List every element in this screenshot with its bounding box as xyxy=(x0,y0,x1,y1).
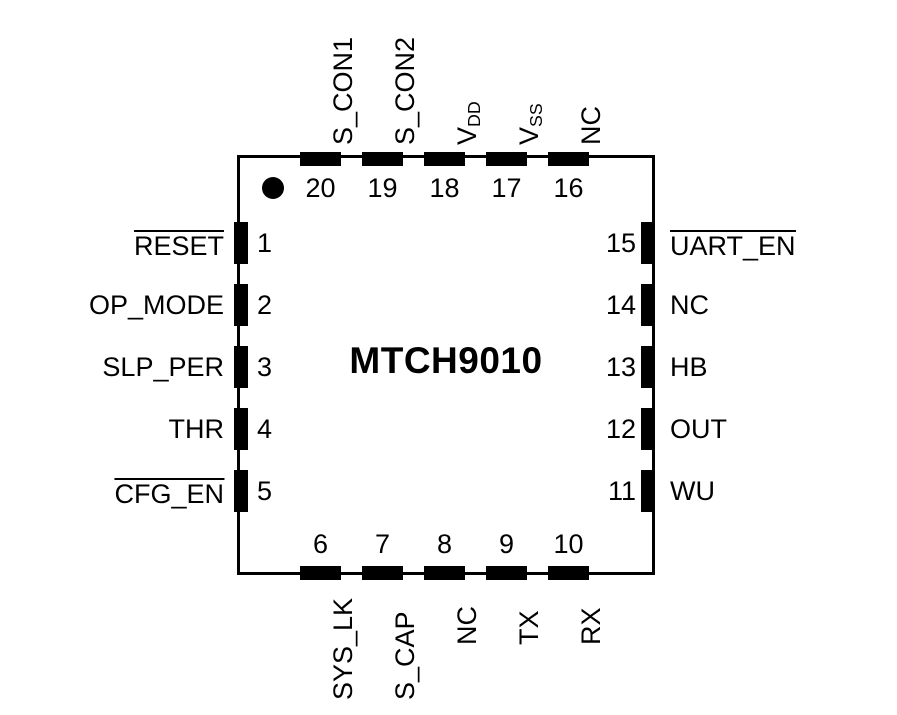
pin-label-vdd: VDD xyxy=(452,101,484,145)
pin-number-8: 8 xyxy=(436,529,453,559)
pin-number-3: 3 xyxy=(257,352,273,382)
pin-number-7: 7 xyxy=(374,529,391,559)
pin-label-s-con1: S_CON1 xyxy=(328,36,358,145)
pin-pad-1 xyxy=(234,222,248,264)
part-number-label: MTCH9010 xyxy=(349,340,543,381)
pin-pad-19 xyxy=(362,152,403,166)
pin-pad-13 xyxy=(641,346,655,388)
pin-pad-11 xyxy=(641,470,655,512)
pin-label-nc-right: NC xyxy=(670,290,709,320)
pin-number-11: 11 xyxy=(607,476,636,506)
pin-number-20: 20 xyxy=(305,173,336,203)
pin-pad-8 xyxy=(424,566,465,580)
pin-number-18: 18 xyxy=(429,173,460,203)
pin-number-13: 13 xyxy=(605,352,636,382)
pin-number-19: 19 xyxy=(367,173,398,203)
pin-label-wu: WU xyxy=(670,476,715,506)
pin-pad-3 xyxy=(234,346,248,388)
pin-number-17: 17 xyxy=(491,173,522,203)
pin-number-9: 9 xyxy=(498,529,515,559)
pin-label-thr: THR xyxy=(168,414,225,444)
pin-pad-18 xyxy=(424,152,465,166)
pin-number-12: 12 xyxy=(605,414,636,444)
pin-pad-15 xyxy=(641,222,655,264)
pin-pad-6 xyxy=(300,566,341,580)
pin-label-uart-en: UART_EN xyxy=(670,230,796,260)
pin-label-uart-en-text: UART_EN xyxy=(670,230,796,261)
pin-label-reset: RESET xyxy=(133,230,224,261)
pin-label-hb: HB xyxy=(670,352,708,382)
pin-label-out: OUT xyxy=(670,414,727,444)
pin-pad-12 xyxy=(641,408,655,450)
pin-pad-16 xyxy=(548,152,589,166)
pin-pad-20 xyxy=(300,152,341,166)
pin-label-s-con2: S_CON2 xyxy=(390,36,420,145)
pin-number-5: 5 xyxy=(257,476,273,506)
pin-label-cfg-en-text: CFG_EN xyxy=(114,478,224,509)
pin-pad-7 xyxy=(362,566,403,580)
pin-number-1: 1 xyxy=(257,228,273,258)
pin-number-6: 6 xyxy=(312,529,329,559)
pin-number-10: 10 xyxy=(553,529,584,559)
pin-number-4: 4 xyxy=(257,414,273,444)
pin-label-s-cap: S_CAP xyxy=(390,611,420,700)
pin-label-reset-text: RESET xyxy=(133,230,224,261)
pin-pad-2 xyxy=(234,284,248,326)
pin-label-vss-text: VSS xyxy=(514,103,546,145)
pin-pad-4 xyxy=(234,408,248,450)
pin-pad-10 xyxy=(548,566,589,580)
package-body-outline xyxy=(237,155,655,575)
pin-label-rx: RX xyxy=(576,607,606,645)
pin-pad-9 xyxy=(486,566,527,580)
pin1-indicator-dot xyxy=(262,177,284,199)
pin-label-vss: VSS xyxy=(514,103,546,145)
pin-label-cfg-en: CFG_EN xyxy=(114,478,224,508)
pin-pad-14 xyxy=(641,284,655,326)
pin-number-15: 15 xyxy=(605,228,636,258)
pin-label-tx: TX xyxy=(514,610,544,645)
pin-pad-5 xyxy=(234,470,248,512)
pin-label-sys-lk: SYS_LK xyxy=(328,597,358,700)
pin-label-nc-top: NC xyxy=(576,106,606,145)
pin-pad-17 xyxy=(486,152,527,166)
pin-label-op-mode: OP_MODE xyxy=(88,290,224,320)
pin-label-slp-per: SLP_PER xyxy=(102,352,224,382)
pin-number-14: 14 xyxy=(605,290,636,320)
pin-label-vdd-text: VDD xyxy=(452,101,484,145)
pin-number-2: 2 xyxy=(257,290,273,320)
pin-number-16: 16 xyxy=(553,173,584,203)
pin-label-nc-bottom: NC xyxy=(452,606,482,645)
